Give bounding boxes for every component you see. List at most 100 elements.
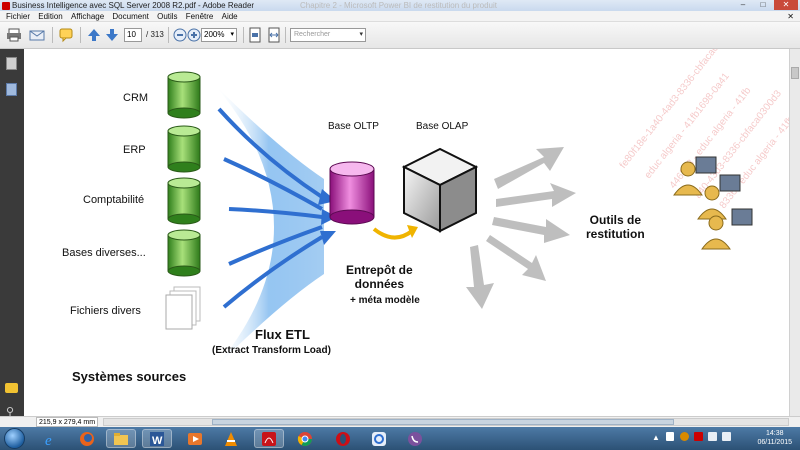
menu-bar: Fichier Edition Affichage Document Outil…	[0, 11, 800, 22]
viber-icon[interactable]	[400, 429, 430, 448]
zoom-value: 200%	[204, 30, 225, 39]
toolbar: 10 / 313 200% ▾ Rechercher ▾	[0, 22, 800, 49]
zoom-out-icon[interactable]	[172, 27, 188, 43]
chevron-down-icon: ▾	[230, 31, 234, 38]
toolbar-separator	[243, 27, 244, 43]
warehouse-subtitle: + méta modèle	[350, 295, 420, 306]
chrome-icon[interactable]	[290, 429, 320, 448]
database-crm-icon	[167, 71, 201, 119]
start-button[interactable]	[4, 428, 25, 449]
ghost-title: Chapitre 2 - Microsoft Power BI de resti…	[300, 1, 497, 10]
svg-text:e: e	[45, 433, 52, 447]
database-erp-icon	[167, 125, 201, 173]
show-hidden-icons-icon[interactable]: ▲	[652, 433, 660, 442]
fit-page-icon[interactable]	[247, 27, 263, 43]
network-icon[interactable]	[708, 432, 717, 441]
toolbar-separator	[80, 27, 81, 43]
restitution-arrows	[466, 147, 576, 309]
horizontal-scrollbar[interactable]	[103, 418, 789, 426]
vertical-scroll-thumb[interactable]	[791, 67, 799, 79]
menu-fichier[interactable]: Fichier	[6, 12, 31, 21]
print-icon[interactable]	[6, 27, 22, 43]
svg-text:fe80f18e-1a40-4ad3-8336-cbfaca: fe80f18e-1a40-4ad3-8336-cbfaca0300d3	[618, 49, 739, 171]
files-stack-icon	[165, 286, 201, 330]
oltp-to-olap-arrow	[372, 227, 414, 240]
minimize-button[interactable]: –	[740, 0, 746, 9]
menu-outils[interactable]: Outils	[157, 12, 178, 21]
status-bar: 215,9 x 279,4 mm	[0, 416, 800, 427]
clock[interactable]: 14:38 06/11/2015	[757, 429, 792, 447]
etl-subtitle: (Extract Transform Load)	[212, 345, 331, 356]
tools-title: Outils de restitution	[586, 213, 645, 241]
search-input[interactable]: Rechercher ▾	[290, 28, 366, 42]
source-label-crm: CRM	[123, 92, 149, 104]
source-label-erp: ERP	[123, 144, 146, 156]
page-total-label: / 313	[146, 30, 164, 39]
flag-icon[interactable]	[666, 432, 674, 441]
system-tray: ▲ 14:38 06/11/2015	[640, 427, 800, 450]
database-bases-diverses-icon	[167, 229, 201, 277]
horizontal-scroll-thumb[interactable]	[212, 419, 674, 425]
warehouse-title: Entrepôt de données	[346, 263, 413, 291]
bookmarks-icon[interactable]	[6, 83, 17, 96]
source-label-bases-diverses: Bases diverses...	[62, 247, 146, 259]
navigation-panel: ⚲	[0, 49, 24, 418]
page-size-label: 215,9 x 279,4 mm	[36, 417, 99, 427]
chevron-down-icon: ▾	[359, 31, 363, 38]
users-icon	[673, 156, 753, 250]
vlc-icon[interactable]	[216, 429, 246, 448]
toolbar-separator	[285, 27, 286, 43]
adobe-reader-taskbar-icon[interactable]	[254, 429, 284, 448]
vertical-scrollbar[interactable]	[789, 49, 800, 416]
taskbar: e W ▲ 14:38 06/11/2015	[0, 427, 800, 450]
adobe-reader-icon	[2, 2, 10, 10]
next-page-icon[interactable]	[104, 27, 120, 43]
etl-flow	[214, 84, 337, 369]
internet-explorer-icon[interactable]: e	[36, 429, 66, 448]
close-document-icon[interactable]: ✕	[787, 12, 794, 21]
menu-edition[interactable]: Edition	[38, 12, 63, 21]
document-page: fe80f18e-1a40-4ad3-8336-cbfaca0300d3 edu…	[24, 49, 789, 416]
svg-text:W: W	[152, 435, 163, 447]
arrowhead-icon	[407, 225, 418, 238]
zoom-select[interactable]: 200% ▾	[201, 28, 237, 42]
zoom-in-icon[interactable]	[186, 27, 202, 43]
source-label-comptabilite: Comptabilité	[83, 194, 145, 206]
menu-fenetre[interactable]: Fenêtre	[185, 12, 214, 21]
maximize-button[interactable]: □	[760, 0, 766, 9]
email-icon[interactable]	[29, 27, 45, 43]
clock-date: 06/11/2015	[757, 439, 792, 446]
menu-aide[interactable]: Aide	[221, 12, 238, 21]
opera-icon[interactable]	[328, 429, 358, 448]
word-icon[interactable]: W	[142, 429, 172, 448]
previous-page-icon[interactable]	[86, 27, 102, 43]
page-number-input[interactable]: 10	[124, 28, 142, 42]
menu-affichage[interactable]: Affichage	[70, 12, 105, 21]
sources-title: Systèmes sources	[72, 369, 187, 384]
comments-icon[interactable]	[5, 383, 18, 393]
clock-time: 14:38	[765, 430, 784, 437]
toolbar-separator	[52, 27, 53, 43]
database-comptabilite-icon	[167, 177, 201, 225]
bi-architecture-diagram: fe80f18e-1a40-4ad3-8336-cbfaca0300d3 edu…	[165, 49, 789, 369]
firefox-icon[interactable]	[72, 429, 102, 448]
fit-width-icon[interactable]	[266, 27, 282, 43]
pages-icon[interactable]	[6, 57, 17, 70]
media-player-icon[interactable]	[180, 429, 210, 448]
title-bar: Business Intelligence avec SQL Server 20…	[0, 0, 800, 11]
comment-icon[interactable]	[58, 27, 74, 43]
tray-app-icon[interactable]	[680, 432, 689, 441]
menu-document[interactable]: Document	[112, 12, 149, 21]
window-title: Business Intelligence avec SQL Server 20…	[12, 1, 255, 10]
olap-label: Base OLAP	[416, 121, 469, 132]
file-explorer-icon[interactable]	[106, 429, 136, 448]
volume-icon[interactable]	[722, 432, 731, 441]
tray-alert-icon[interactable]	[694, 432, 703, 441]
olap-cube-icon	[401, 147, 479, 233]
close-button[interactable]: ✕	[774, 0, 798, 10]
source-label-fichiers-divers: Fichiers divers	[70, 305, 141, 317]
toolbar-separator	[168, 27, 169, 43]
attachment-icon[interactable]: ⚲	[6, 406, 15, 418]
search-placeholder: Rechercher	[294, 31, 331, 38]
network-app-icon[interactable]	[364, 429, 394, 448]
